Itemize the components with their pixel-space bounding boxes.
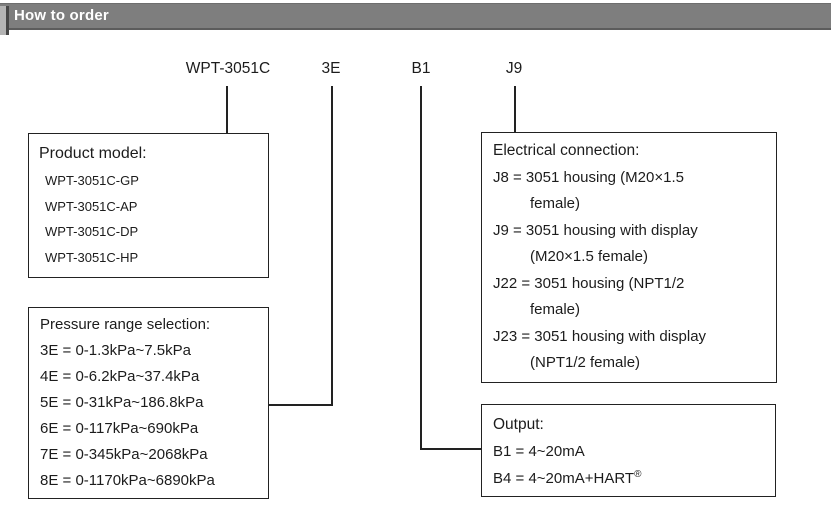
electrical-connection-box: Electrical connection: J8 = 3051 housing…	[481, 132, 777, 383]
code-segment-range: 3E	[321, 60, 341, 77]
pressure-range-item: 6E = 0-117kPa~690kPa	[40, 420, 199, 437]
connector-connection-vline	[514, 86, 516, 132]
pressure-range-item: 3E = 0-1.3kPa~7.5kPa	[40, 342, 191, 359]
electrical-connection-item-wrap: (NPT1/2 female)	[530, 354, 641, 371]
electrical-connection-item-wrap: (M20×1.5 female)	[530, 248, 648, 265]
pressure-range-item: 7E = 0-345kPa~2068kPa	[40, 446, 208, 463]
connector-range-hline	[268, 404, 333, 406]
output-item-b1: B1 = 4~20mA	[493, 438, 764, 465]
connector-output-vline	[420, 86, 422, 450]
product-model-item: WPT-3051C-GP	[45, 173, 139, 188]
electrical-connection-item: J8 = 3051 housing (M20×1.5	[493, 168, 684, 186]
output-item-b1-text: B1 = 4~20mA	[493, 443, 585, 460]
pressure-range-box: Pressure range selection: 3E = 0-1.3kPa~…	[28, 307, 269, 499]
header-left-notch	[0, 6, 6, 35]
product-model-item: WPT-3051C-HP	[45, 249, 139, 265]
output-item-b4-text: B4 = 4~20mA+HART	[493, 470, 635, 487]
output-title: Output:	[493, 416, 544, 433]
connector-output-hline	[420, 448, 482, 450]
section-title: How to order	[14, 7, 109, 24]
electrical-connection-title: Electrical connection:	[493, 142, 640, 159]
electrical-connection-item-wrap: female)	[530, 195, 581, 212]
pressure-range-item: 5E = 0-31kPa~186.8kPa	[40, 394, 204, 411]
electrical-connection-item: J22 = 3051 housing (NPT1/2	[493, 274, 685, 292]
electrical-connection-item-wrap: female)	[530, 301, 581, 318]
pressure-range-item: 8E = 0-1170kPa~6890kPa	[40, 472, 215, 489]
output-item-b4: B4 = 4~20mA+HART®	[493, 465, 764, 492]
pressure-range-item: 4E = 0-6.2kPa~37.4kPa	[40, 368, 200, 385]
electrical-connection-item: J9 = 3051 housing with display	[493, 221, 698, 239]
product-model-item: WPT-3051C-DP	[45, 224, 139, 239]
connector-range-vline	[331, 86, 333, 406]
product-model-box: Product model: WPT-3051C-GP WPT-3051C-AP…	[28, 133, 269, 278]
output-box: Output: B1 = 4~20mA B4 = 4~20mA+HART®	[481, 404, 776, 497]
section-header-bar	[0, 3, 831, 35]
code-segment-connection: J9	[505, 60, 523, 77]
connector-model-vline	[226, 86, 228, 133]
header-left-divider	[6, 6, 9, 35]
registered-trademark-symbol: ®	[634, 469, 642, 480]
code-segment-output: B1	[411, 60, 431, 77]
pressure-range-title: Pressure range selection:	[40, 316, 211, 333]
code-segment-model: WPT-3051C	[185, 60, 271, 77]
product-model-item: WPT-3051C-AP	[45, 198, 138, 214]
electrical-connection-item: J23 = 3051 housing with display	[493, 327, 707, 345]
product-model-title: Product model:	[39, 145, 147, 162]
